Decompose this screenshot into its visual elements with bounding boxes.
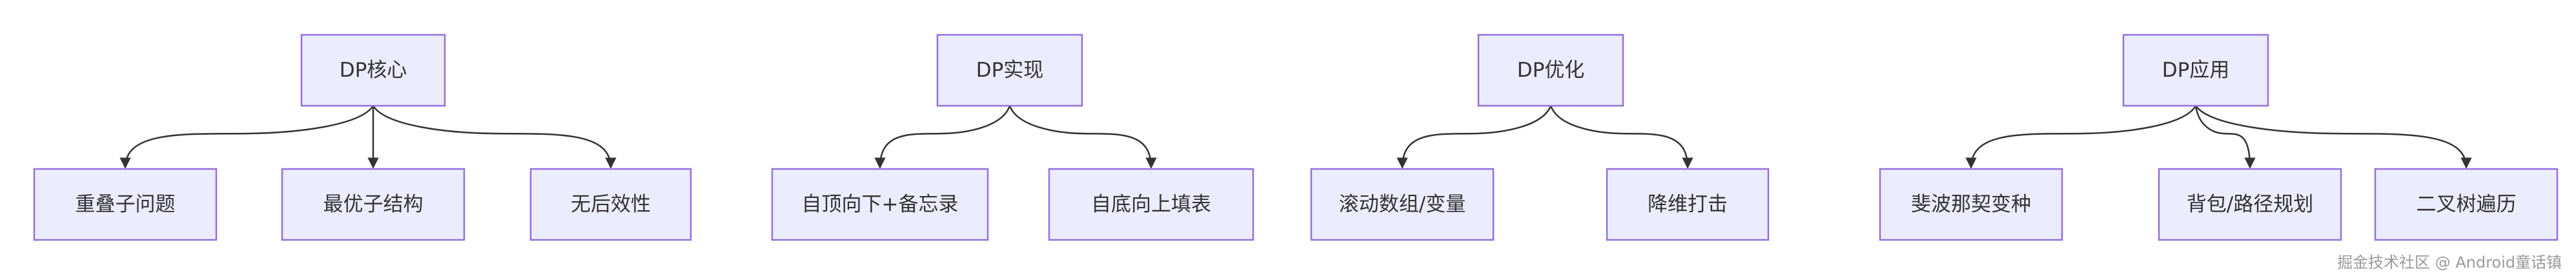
child-node-3-2-box — [1606, 168, 1770, 241]
child-node-3-1-label: 滚动数组/变量 — [1339, 193, 1466, 216]
child-node-1-3-label: 无后效性 — [571, 193, 651, 216]
root-node-4: DP应用 — [2122, 34, 2269, 107]
child-node-2-1-box — [771, 168, 989, 241]
child-node-4-3-box — [2374, 168, 2559, 241]
child-node-4-2: 背包/路径规划 — [2158, 168, 2342, 241]
edge-4-3 — [2194, 105, 2472, 169]
edge-4-2 — [2194, 105, 2256, 169]
child-node-1-2-box — [281, 168, 465, 241]
edge-1-1 — [119, 105, 374, 169]
edge-3-2 — [1549, 105, 1693, 169]
edges-layer — [119, 105, 2472, 169]
root-node-1-box — [300, 34, 446, 107]
child-node-2-1-label: 自顶向下+备忘录 — [802, 193, 959, 216]
child-node-1-1-box — [33, 168, 218, 241]
root-node-3-label: DP优化 — [1517, 59, 1585, 82]
child-node-1-2: 最优子结构 — [281, 168, 465, 241]
child-node-3-2-label: 降维打击 — [1648, 193, 1728, 216]
watermark: 掘金技术社区 @ Android童话镇 — [2336, 253, 2562, 271]
child-node-2-2-box — [1048, 168, 1254, 241]
root-node-1: DP核心 — [300, 34, 446, 107]
root-node-2-box — [936, 34, 1083, 107]
child-node-4-2-label: 背包/路径规划 — [2187, 193, 2313, 216]
child-node-3-1: 滚动数组/变量 — [1310, 168, 1495, 241]
child-node-3-2: 降维打击 — [1606, 168, 1770, 241]
child-node-4-1-box — [1879, 168, 2063, 241]
child-node-4-2-box — [2158, 168, 2342, 241]
root-node-2-label: DP实现 — [976, 59, 1044, 82]
root-node-3: DP优化 — [1477, 34, 1624, 107]
edge-1-3 — [372, 105, 617, 169]
edge-3-1 — [1396, 105, 1552, 169]
edge-2-1 — [874, 105, 1011, 169]
root-node-2: DP实现 — [936, 34, 1083, 107]
child-node-1-1-label: 重叠子问题 — [76, 193, 176, 216]
child-node-4-3-label: 二叉树遍历 — [2417, 193, 2517, 216]
child-node-1-2-label: 最优子结构 — [323, 193, 424, 216]
child-node-1-1: 重叠子问题 — [33, 168, 218, 241]
root-node-1-label: DP核心 — [340, 59, 407, 82]
root-node-3-box — [1477, 34, 1624, 107]
child-node-1-3-box — [529, 168, 692, 241]
child-node-4-1: 斐波那契变种 — [1879, 168, 2063, 241]
child-node-2-2-label: 自底向上填表 — [1091, 193, 1211, 216]
child-node-2-1: 自顶向下+备忘录 — [771, 168, 989, 241]
child-node-3-1-box — [1310, 168, 1495, 241]
child-node-1-3: 无后效性 — [529, 168, 692, 241]
edge-4-1 — [1965, 105, 2197, 169]
child-node-4-3: 二叉树遍历 — [2374, 168, 2559, 241]
root-node-4-box — [2122, 34, 2269, 107]
edge-2-2 — [1008, 105, 1157, 169]
child-node-2-2: 自底向上填表 — [1048, 168, 1254, 241]
child-node-4-1-label: 斐波那契变种 — [1911, 193, 2031, 216]
root-node-4-label: DP应用 — [2162, 59, 2230, 82]
